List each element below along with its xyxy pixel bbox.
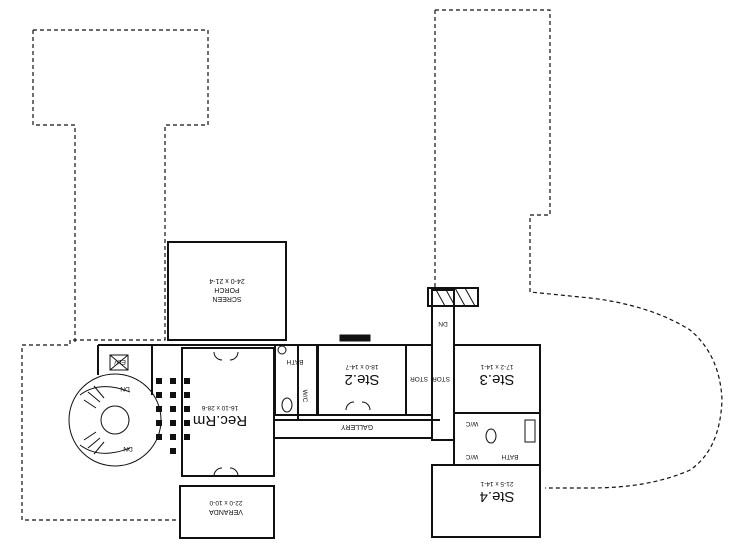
bath-center-label: BATH <box>286 358 303 365</box>
stor-right-label: STOR <box>432 375 450 382</box>
tub-right <box>524 419 536 443</box>
ste3-dims: 17-2 x 14-1 <box>480 363 513 370</box>
left-future-expansion-outline <box>21 29 209 521</box>
ste2-dims: 18-0 x 14-7 <box>345 363 378 370</box>
fireplace-mark <box>339 334 371 342</box>
right-future-expansion-outline <box>435 9 723 489</box>
center-bath-wall <box>274 344 318 416</box>
dn-top-label: DN <box>120 385 130 392</box>
toilet-center <box>281 397 293 413</box>
dn-bottom-label: DN <box>123 445 133 452</box>
screen-porch-label-1: SCREEN <box>212 295 241 302</box>
room-labels: SCREEN PORCH 24-0 x 21-4 Rec.Rm 16-10 x … <box>113 277 518 515</box>
gallery-wall <box>274 419 440 439</box>
stair-box-wall <box>427 287 479 307</box>
gallery-label: GALLERY <box>341 423 373 430</box>
wic-lower-label: W/C <box>465 453 478 460</box>
walls <box>97 241 541 539</box>
screen-porch-label-2: PORCH <box>214 286 239 293</box>
elevator-cross <box>109 354 129 371</box>
rec-top-doors <box>213 351 239 361</box>
ste3-label: Ste.3 <box>479 371 514 388</box>
ste4-wall <box>431 464 541 538</box>
veranda-label: VERANDA <box>209 508 243 515</box>
spiral-stairs <box>79 386 131 454</box>
wic-upper-label: W/C <box>465 420 478 427</box>
ste4-dims: 21-5 x 14-1 <box>480 480 513 487</box>
rec-room-label: Rec.Rm <box>193 412 247 429</box>
screen-porch-dims: 24-0 x 21-4 <box>209 277 245 284</box>
ste2-doors <box>345 401 371 411</box>
details <box>68 287 536 477</box>
left-outline-inner <box>32 30 76 342</box>
veranda-dims: 22-0 x 10-0 <box>209 499 242 506</box>
rec-room-dims: 16-10 x 28-6 <box>201 404 238 411</box>
stair-treads <box>83 385 105 455</box>
bath-right-label: BATH <box>501 453 518 460</box>
elevator-label: ELV <box>113 358 125 365</box>
right-corridor-wall <box>431 289 455 441</box>
rec-bottom-doors <box>213 467 239 477</box>
elevator-box <box>109 354 129 371</box>
tower-core <box>100 405 130 435</box>
stor-left-label: STOR <box>410 375 428 382</box>
water-heater <box>277 345 287 355</box>
dn-right-label: DN <box>438 320 448 327</box>
wic-center-label: W/C <box>301 390 308 403</box>
ste2-label: Ste.2 <box>344 371 379 388</box>
rec-room-wall <box>181 347 275 477</box>
screen-porch-wall <box>167 241 287 341</box>
veranda-wall <box>179 485 275 539</box>
stair-hatch <box>434 287 476 307</box>
ste4-label: Ste.4 <box>479 488 514 505</box>
dashed-outlines <box>21 9 723 521</box>
columns <box>156 378 190 454</box>
toilet-right <box>485 428 497 444</box>
